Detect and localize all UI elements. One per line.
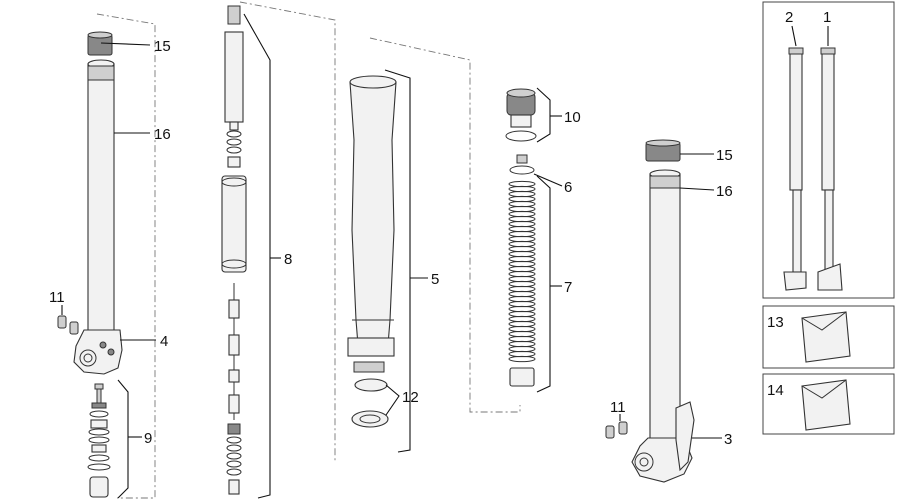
damper-cylinder (221, 175, 247, 273)
spring-coil (508, 315, 536, 323)
callout-1: 1 (823, 9, 831, 26)
spring-coil (508, 210, 536, 218)
spring-coil (508, 330, 536, 338)
spring-coil (508, 235, 536, 243)
callout-15-right: 15 (716, 147, 733, 164)
spring-coil (508, 195, 536, 203)
spring-coil (508, 190, 536, 198)
callout-8: 8 (284, 251, 292, 268)
callout-5: 5 (431, 271, 439, 288)
cap-o-ring (505, 130, 537, 142)
spring-coil (508, 285, 536, 293)
callout-9: 9 (144, 430, 152, 447)
spring-coil (508, 255, 536, 263)
inner-tube-assembly (347, 69, 428, 453)
spring-coil (508, 200, 536, 208)
spring-coil (508, 180, 536, 188)
right-outer-tube (649, 173, 681, 445)
oil-seal-1 (354, 378, 388, 392)
spring-coil (508, 340, 536, 348)
damper-rod-assembly (221, 5, 281, 499)
spring-coil (508, 270, 536, 278)
spring-coil (508, 325, 536, 333)
oil-seal-2 (351, 410, 389, 428)
left-fork-tube-assembly (57, 31, 156, 375)
spring-coil (508, 280, 536, 288)
spring-coil (508, 185, 536, 193)
spring-spacer (509, 367, 535, 387)
right-foot-bolts (605, 421, 628, 439)
spring-coil (508, 310, 536, 318)
spring-coil (508, 220, 536, 228)
spring-coil (508, 225, 536, 233)
spring-coil (508, 205, 536, 213)
spring-coil (508, 335, 536, 343)
spring-assembly (505, 87, 563, 393)
complete-fork-inset (762, 1, 895, 299)
spring-coil (508, 250, 536, 258)
callout-2: 2 (785, 9, 793, 26)
spring-coil (508, 295, 536, 303)
spring-coil (508, 355, 536, 363)
callout-16-right: 16 (716, 183, 733, 200)
kit-box-13 (762, 305, 895, 369)
spring-coil (508, 275, 536, 283)
spring-coil (508, 240, 536, 248)
left-foot-bolts (57, 315, 79, 335)
spring-coil (508, 305, 536, 313)
spring-coil (508, 320, 536, 328)
callout-6: 6 (564, 179, 572, 196)
valve-body (89, 476, 109, 498)
left-fork-foot (73, 329, 123, 375)
fork-spring (508, 180, 536, 363)
right-fork-tube-assembly (605, 139, 722, 483)
assembly-frames (96, 1, 521, 499)
spring-coil (508, 260, 536, 268)
spring-coil (508, 230, 536, 238)
callout-11-right: 11 (610, 399, 626, 416)
callout-7: 7 (564, 279, 572, 296)
spring-coil (508, 265, 536, 273)
callout-16-left: 16 (154, 126, 171, 143)
callout-labels: 15 16 11 4 9 8 5 12 10 6 7 15 16 11 3 2 … (49, 9, 831, 448)
callout-12: 12 (402, 389, 419, 406)
valve-stack (87, 379, 142, 499)
callout-13: 13 (767, 314, 784, 331)
callout-14: 14 (767, 382, 784, 399)
spring-coil (508, 345, 536, 353)
callout-15-left: 15 (154, 38, 171, 55)
spring-coil (508, 245, 536, 253)
brake-caliper-mount (675, 401, 695, 472)
dust-seal (353, 361, 385, 373)
callout-4: 4 (160, 333, 168, 350)
left-outer-tube (87, 63, 115, 335)
inner-fork-tube (349, 81, 397, 346)
kit-box-14 (762, 373, 895, 435)
spring-coil (508, 215, 536, 223)
spring-coil (508, 350, 536, 358)
callout-3: 3 (724, 431, 732, 448)
spring-coil (508, 290, 536, 298)
callout-11-left: 11 (49, 289, 65, 306)
callout-10: 10 (564, 109, 581, 126)
spring-coil (508, 300, 536, 308)
